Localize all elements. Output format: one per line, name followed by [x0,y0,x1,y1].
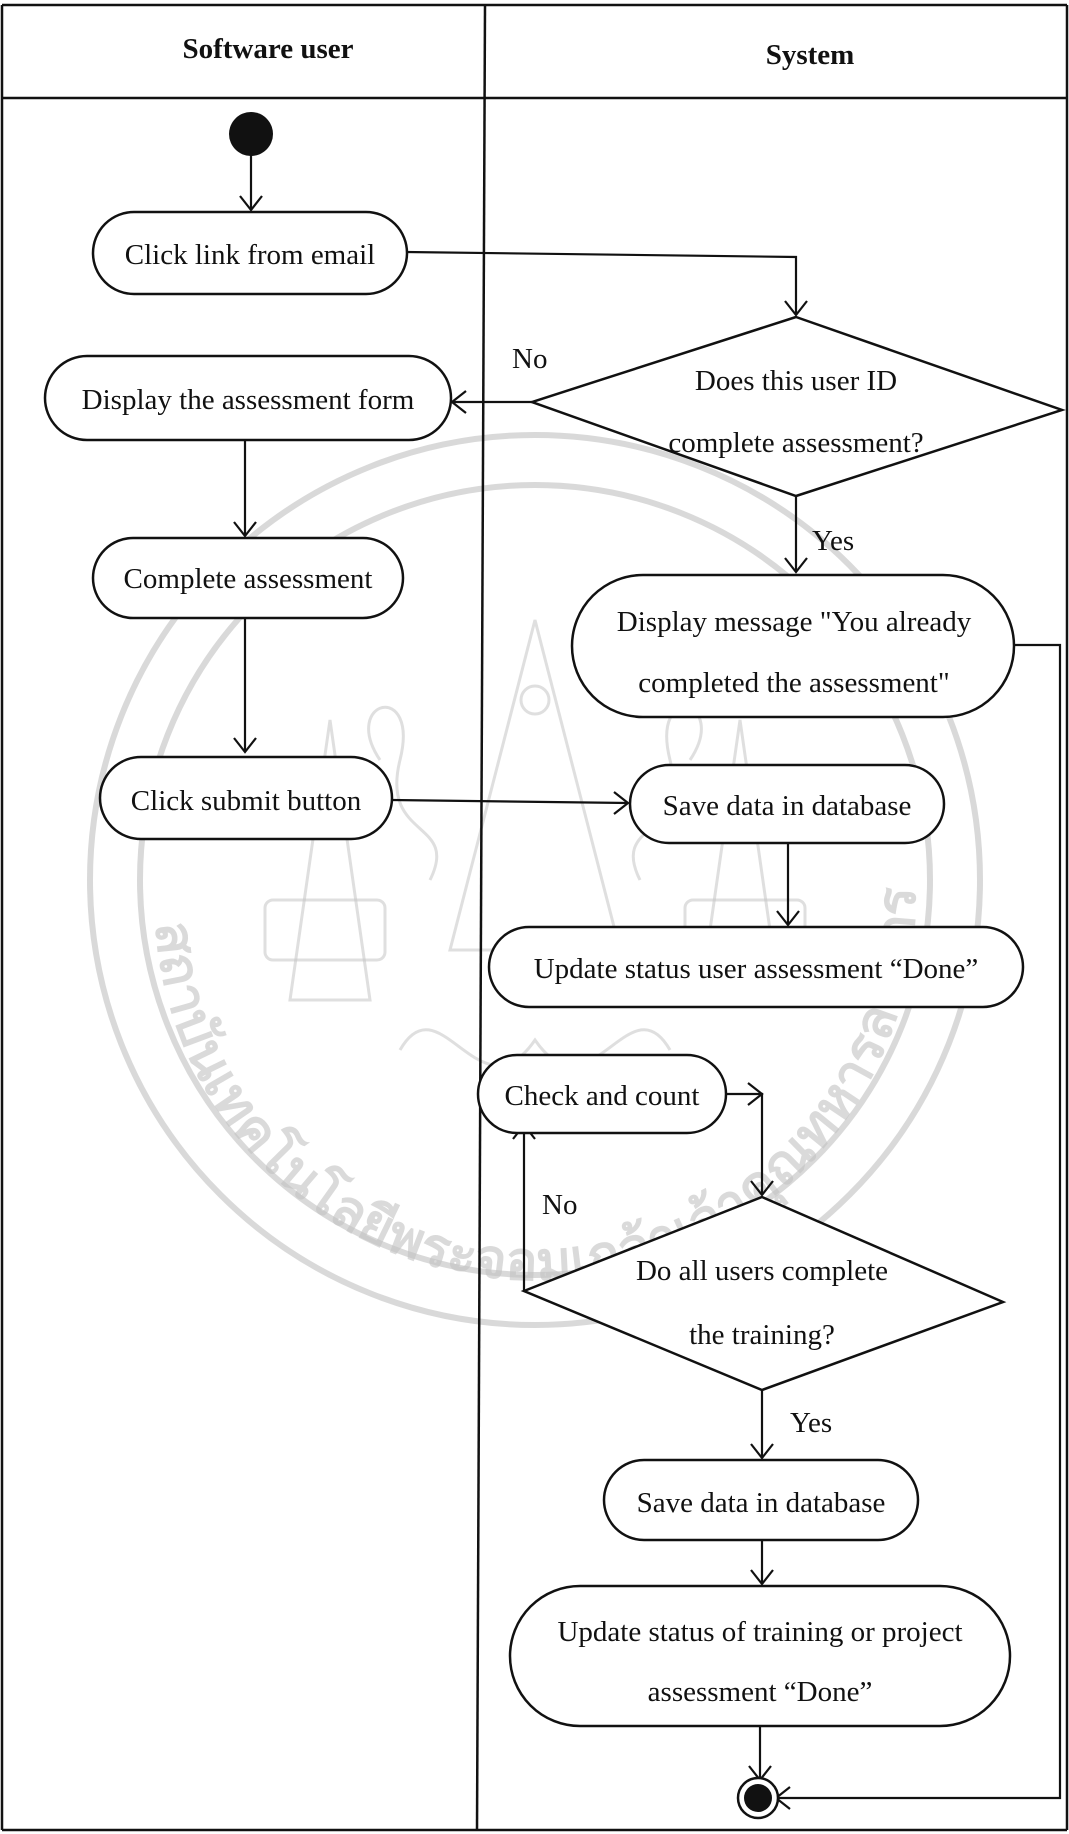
swimlane-frame [0,3,1069,1832]
activity-click-link-label: Click link from email [125,239,375,271]
activity-complete-assessment: Complete assessment [91,536,405,620]
activity-save-data-2-label: Save data in database [637,1487,886,1519]
lane-header-software-user: Software user [182,33,353,65]
activity-display-message: Display message "You already completed t… [570,573,1016,719]
activity-save-data-1-label: Save data in database [663,790,912,822]
activity-check-count-label: Check and count [505,1080,700,1112]
activity-display-message-line2: completed the assessment" [638,667,949,699]
activity-update-status-user: Update status user assessment “Done” [487,925,1025,1009]
activity-display-form: Display the assessment form [43,354,453,442]
activity-save-data-1: Save data in database [628,763,946,845]
activity-click-link: Click link from email [91,210,409,296]
activity-click-submit-label: Click submit button [131,785,362,817]
flow-lines [233,152,1062,1810]
decision-user-id-label-line2: complete assessment? [668,427,923,459]
activity-update-status-user-label: Update status user assessment “Done” [534,953,979,985]
activity-display-message-line1: Display message "You already [617,606,972,638]
activity-save-data-2: Save data in database [602,1458,920,1542]
initial-node [229,112,273,156]
final-node [736,1776,780,1820]
guard-yes-1: Yes [812,525,854,557]
activity-update-status-training: Update status of training or project ass… [508,1584,1012,1728]
decision-all-users-complete: Do all users complete the training? [520,1195,1007,1392]
guard-no-1: No [512,343,547,375]
guard-yes-2: Yes [790,1407,832,1439]
activity-update-status-training-line2: assessment “Done” [648,1676,873,1708]
activity-check-count: Check and count [476,1053,728,1135]
decision-all-users-label-line2: the training? [689,1319,835,1351]
activity-display-form-label: Display the assessment form [82,384,415,416]
guard-no-2: No [542,1189,577,1221]
lane-header-system: System [766,39,855,71]
decision-all-users-label-line1: Do all users complete [636,1255,888,1287]
decision-user-id-label-line1: Does this user ID [695,365,897,397]
activity-update-status-training-line1: Update status of training or project [557,1616,962,1648]
decision-user-id-complete: Does this user ID complete assessment? [528,315,1066,498]
activity-click-submit: Click submit button [98,755,394,841]
activity-complete-assessment-label: Complete assessment [124,563,373,595]
